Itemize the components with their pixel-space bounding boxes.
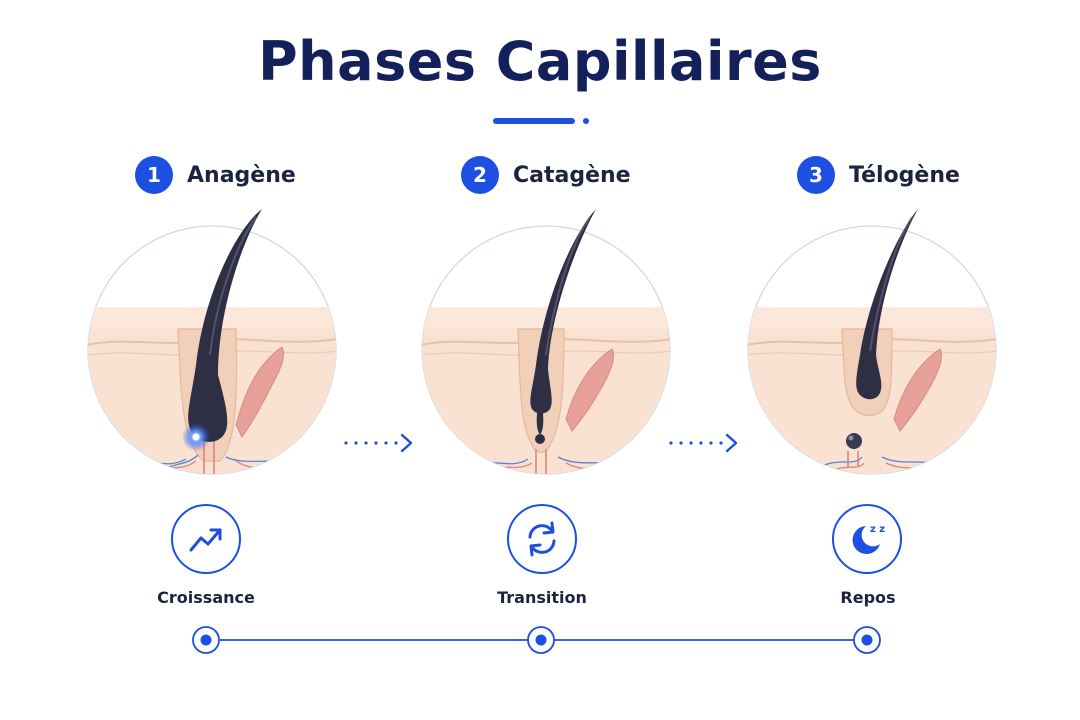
growth-icon-circle — [171, 504, 241, 574]
hair-follicle-illustration-anagen — [87, 209, 337, 475]
phase-name: Télogène — [849, 162, 960, 188]
title-underline — [493, 118, 575, 124]
phase-label-rest: Repos — [840, 588, 896, 607]
phase-header-telogen: 3 Télogène — [797, 155, 960, 195]
trending-up-icon — [189, 528, 222, 552]
rest-icon-circle: z z — [832, 504, 902, 574]
phase-header-catagen: 2 Catagène — [461, 155, 631, 195]
phase-number-badge: 1 — [135, 156, 173, 194]
page-title: Phases Capillaires — [258, 30, 822, 93]
timeline-node — [853, 626, 881, 654]
phase-name: Catagène — [513, 162, 631, 188]
phase-header-anagen: 1 Anagène — [135, 155, 296, 195]
phase-name: Anagène — [187, 162, 296, 188]
refresh-cycle-icon — [528, 521, 556, 557]
timeline-node — [192, 626, 220, 654]
phase-label-transition: Transition — [497, 588, 587, 607]
hair-follicle-illustration-catagen — [421, 209, 671, 475]
transition-icon-circle — [507, 504, 577, 574]
transition-arrow — [669, 433, 738, 453]
phase-number-badge: 2 — [461, 156, 499, 194]
title-underline-dot — [583, 118, 589, 124]
sleep-z-glyph: z z — [870, 524, 885, 535]
timeline-node — [527, 626, 555, 654]
phase-timeline — [192, 626, 881, 654]
transition-arrow — [344, 433, 413, 453]
hair-follicle-illustration-telogen — [747, 209, 997, 475]
phase-label-growth: Croissance — [157, 588, 255, 607]
moon-zzz-icon: z z — [852, 524, 885, 554]
phase-number-badge: 3 — [797, 156, 835, 194]
